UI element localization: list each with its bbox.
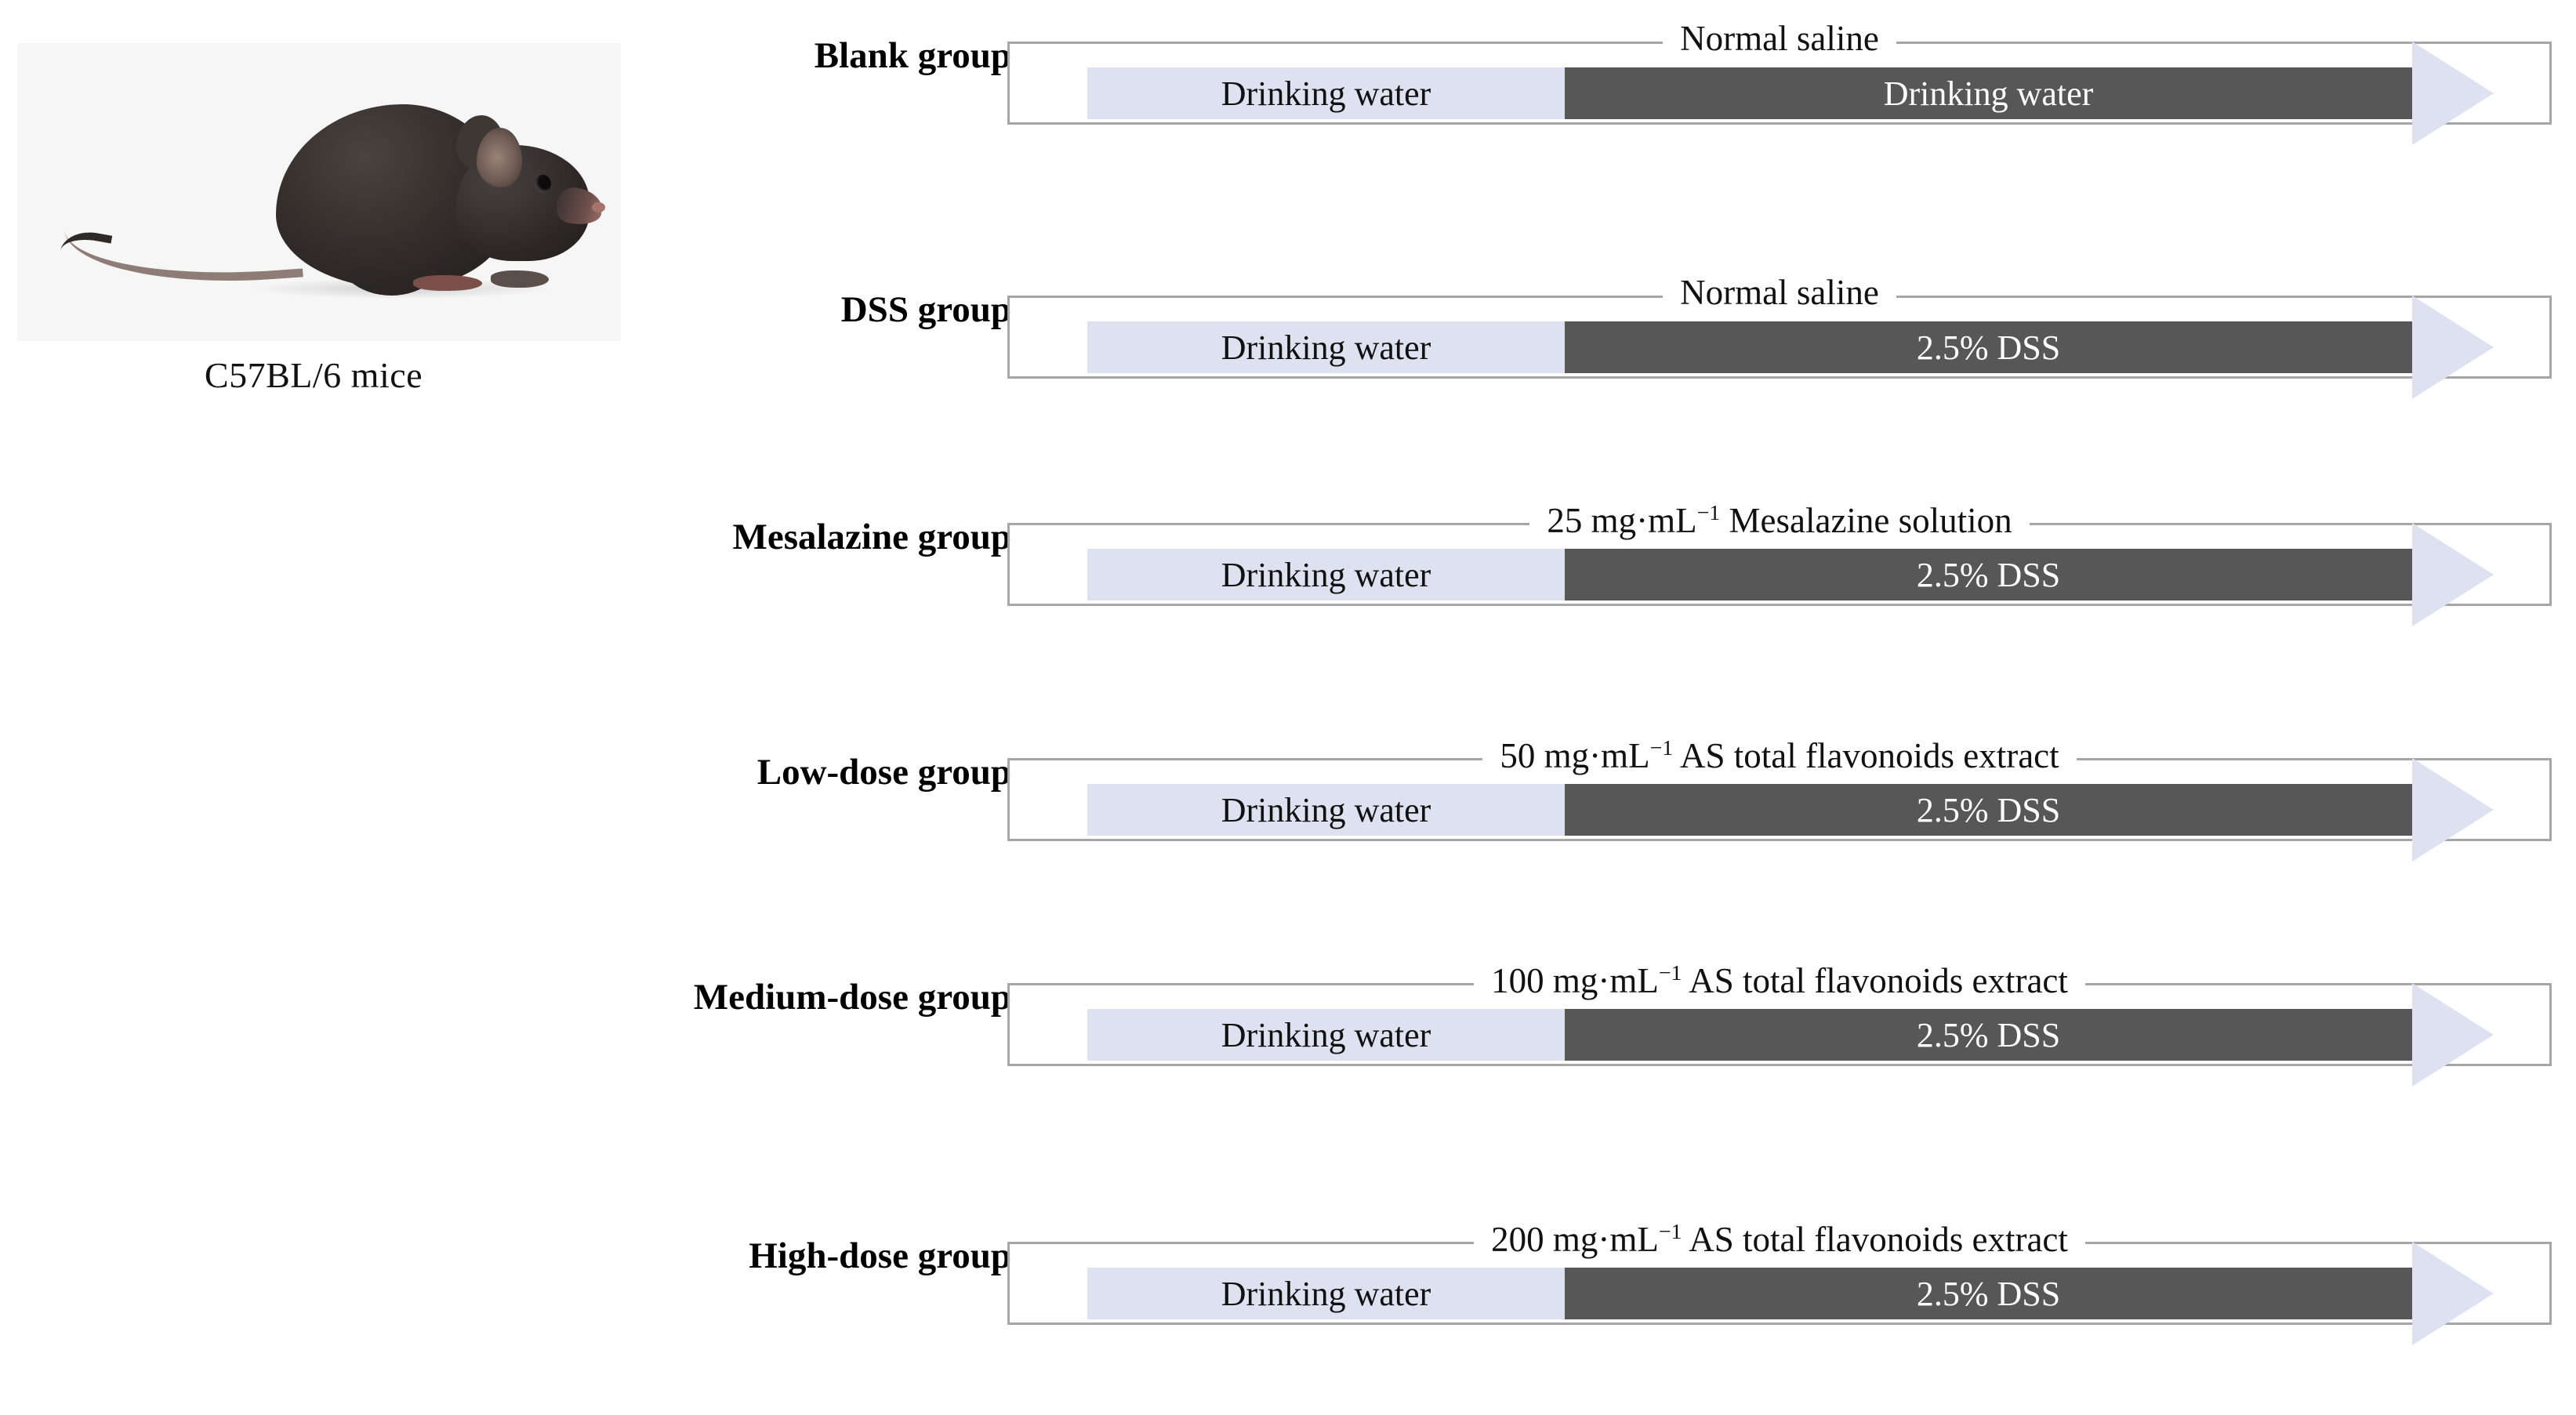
timeline-arrow-icon <box>2412 523 2494 626</box>
dose-substance: AS total flavonoids extract <box>1673 736 2059 775</box>
group-label-5: High-dose group <box>749 1235 1011 1276</box>
phase1-segment: Drinking water <box>1087 67 1565 119</box>
phase1-segment: Drinking water <box>1087 321 1565 373</box>
group-label-2: Mesalazine group <box>732 517 1011 557</box>
treatment-label-text: Normal saline <box>1663 273 1896 312</box>
dose-substance: AS total flavonoids extract <box>1682 961 2068 1000</box>
group-label-1: DSS group <box>840 289 1011 330</box>
treatment-label-0: Normal saline <box>0 19 2576 58</box>
timeline-arrow-icon <box>2412 42 2494 145</box>
phase2-segment: 2.5% DSS <box>1565 321 2412 373</box>
treatment-label-3: 50 mg·mL−1 AS total flavonoids extract <box>0 736 2576 775</box>
group-label-4: Medium-dose group <box>693 977 1011 1018</box>
animal-caption: C57BL/6 mice <box>204 355 423 395</box>
phase1-segment: Drinking water <box>1087 1009 1565 1061</box>
phase1-segment: Drinking water <box>1087 1268 1565 1319</box>
dose-value: 200 mg·mL <box>1491 1220 1659 1259</box>
timeline-arrow-icon <box>2412 296 2494 399</box>
treatment-label-text: 100 mg·mL−1 AS total flavonoids extract <box>1474 961 2085 1000</box>
mouse-eye <box>535 175 551 193</box>
dose-value: 25 mg·mL <box>1547 501 1697 540</box>
dose-value: 50 mg·mL <box>1500 736 1650 775</box>
dose-substance: Mesalazine solution <box>1720 501 2012 540</box>
timeline-arrow-icon <box>2412 983 2494 1087</box>
treatment-row: Medium-dose group 100 mg·mL−1 AS total fl… <box>0 952 2576 1156</box>
treatment-row: High-dose group 200 mg·mL−1 AS total flav… <box>0 1211 2576 1415</box>
treatment-label-4: 100 mg·mL−1 AS total flavonoids extract <box>0 961 2576 1000</box>
treatment-row: Low-dose group 50 mg·mL−1 AS total flavon… <box>0 727 2576 931</box>
timeline-arrow-icon <box>2412 1242 2494 1345</box>
mouse-ear-near <box>477 128 522 187</box>
treatment-label-text: 200 mg·mL−1 AS total flavonoids extract <box>1474 1220 2085 1259</box>
mouse-nose <box>592 202 605 212</box>
phase2-segment: 2.5% DSS <box>1565 549 2412 600</box>
treatment-label-2: 25 mg·mL−1 Mesalazine solution <box>0 501 2576 540</box>
treatment-label-text: 50 mg·mL−1 AS total flavonoids extract <box>1482 736 2077 775</box>
phase2-segment: 2.5% DSS <box>1565 784 2412 836</box>
mouse-front-foot <box>491 270 549 288</box>
treatment-row: Mesalazine group 25 mg·mL−1 Mesalazine so… <box>0 492 2576 696</box>
mouse-rear-foot <box>413 275 482 291</box>
phase2-segment: Drinking water <box>1565 67 2412 119</box>
mouse-photo <box>17 43 621 341</box>
phase2-segment: 2.5% DSS <box>1565 1268 2412 1319</box>
phase1-segment: Drinking water <box>1087 549 1565 600</box>
dose-exponent: −1 <box>1696 501 1721 525</box>
group-label-3: Low-dose group <box>756 752 1011 793</box>
treatment-label-1: Normal saline <box>0 273 2576 312</box>
dose-substance: AS total flavonoids extract <box>1682 1220 2068 1259</box>
group-label-0: Blank group <box>814 35 1011 76</box>
timeline-arrow-icon <box>2412 758 2494 862</box>
dose-value: 100 mg·mL <box>1491 961 1659 1000</box>
treatment-label-5: 200 mg·mL−1 AS total flavonoids extract <box>0 1220 2576 1259</box>
dose-exponent: −1 <box>1649 736 1674 760</box>
phase1-segment: Drinking water <box>1087 784 1565 836</box>
treatment-label-text: 25 mg·mL−1 Mesalazine solution <box>1529 501 2030 540</box>
dose-exponent: −1 <box>1658 961 1682 985</box>
dose-exponent: −1 <box>1658 1220 1682 1244</box>
treatment-label-text: Normal saline <box>1663 19 1896 58</box>
animal-panel: C57BL/6 mice <box>0 0 627 439</box>
phase2-segment: 2.5% DSS <box>1565 1009 2412 1061</box>
